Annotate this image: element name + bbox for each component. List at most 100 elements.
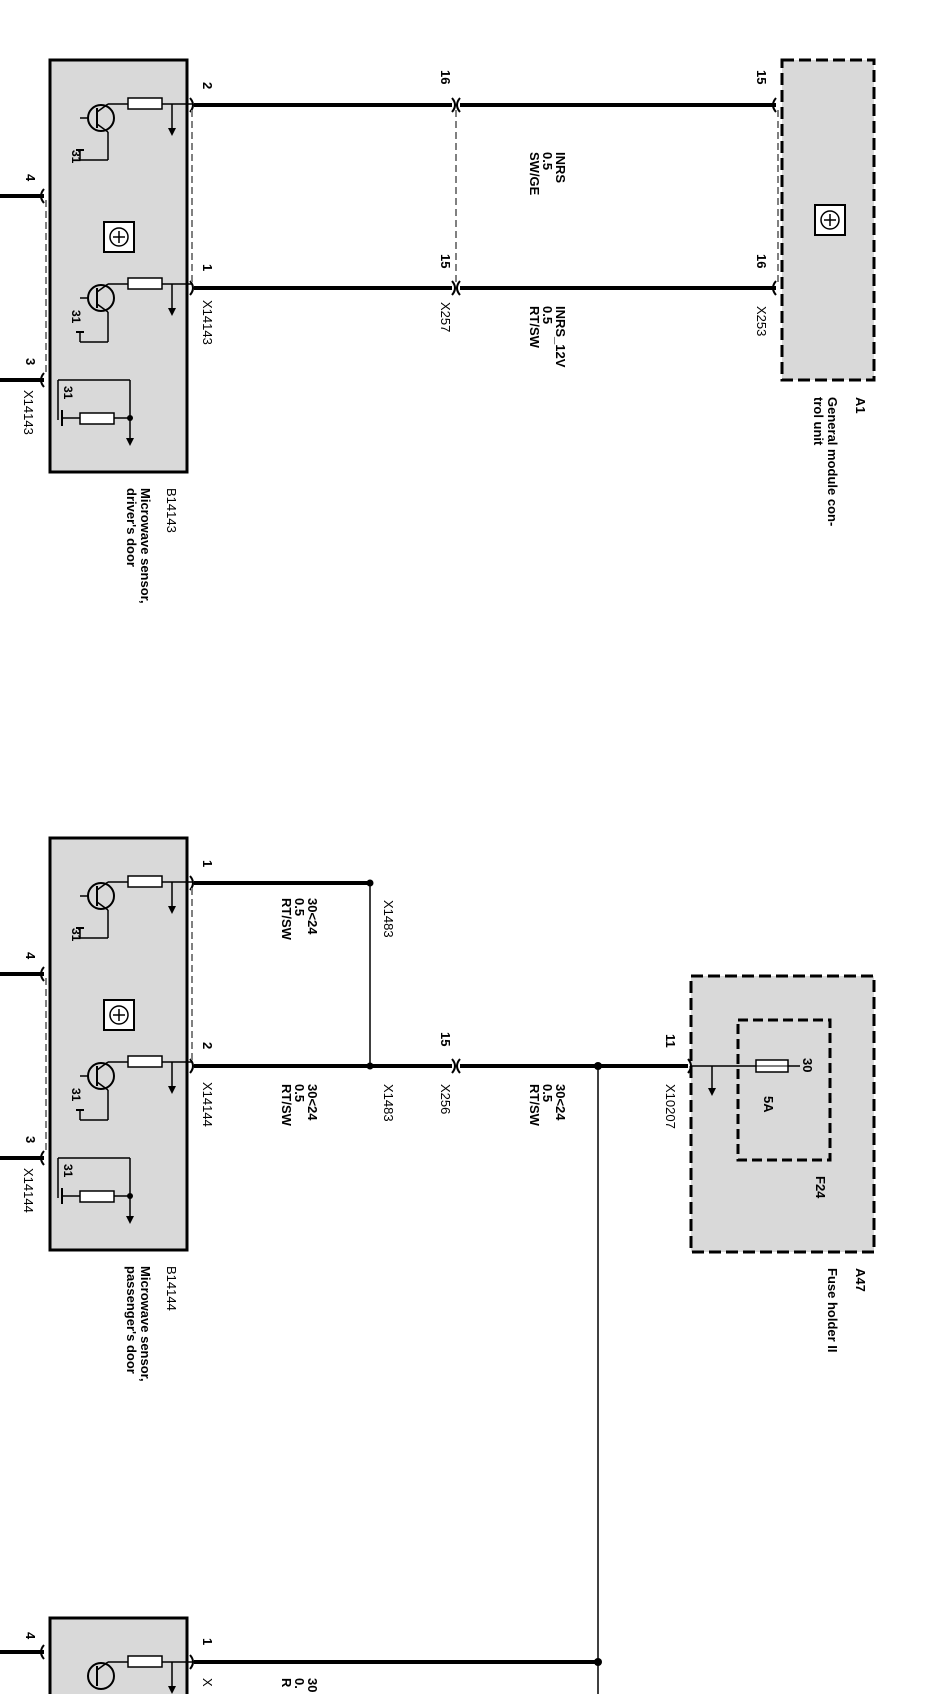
wire-label-30-24: 30<24 0.5 RT/SW — [279, 1084, 320, 1127]
fuse-icon — [755, 1059, 789, 1073]
svg-text:0.5: 0.5 — [540, 152, 555, 170]
svg-text:0.5: 0.5 — [292, 898, 307, 916]
pin-label: 16 — [438, 70, 453, 84]
svg-text:SW/GE: SW/GE — [527, 152, 542, 196]
svg-text:INRS_12V: INRS_12V — [553, 306, 568, 368]
module-icon — [103, 221, 135, 253]
splice-label: X1483 — [381, 900, 396, 938]
splice-dot — [366, 1062, 374, 1070]
pin-icon — [772, 280, 777, 296]
ground-label: 31 — [69, 928, 83, 942]
sensor-id: B14143 — [164, 488, 179, 533]
connector-label: X14143 — [200, 300, 215, 345]
sensor-name: Microwave sensor, — [138, 488, 153, 604]
ground-label: 31 — [61, 386, 75, 400]
svg-text:INRS: INRS — [553, 152, 568, 183]
svg-text:30<24: 30<24 — [305, 898, 320, 935]
resistor-icon — [57, 1157, 134, 1224]
pin-icon — [40, 1150, 45, 1166]
pin-label: 4 — [23, 174, 38, 182]
fuse-box[interactable] — [736, 1018, 832, 1162]
pin-label: 11 — [663, 1034, 678, 1048]
pin-label: 4 — [23, 952, 38, 960]
wire-label-partial: 30 0. R — [279, 1678, 320, 1692]
pin-icon — [40, 966, 45, 982]
pin-icon — [451, 280, 456, 296]
pin-label: 2 — [200, 82, 215, 89]
pin-icon — [189, 97, 194, 113]
pin-icon — [40, 1644, 45, 1660]
top-section: 31 31 — [0, 58, 876, 604]
ground-label: 31 — [69, 1088, 83, 1102]
pin-icon — [456, 97, 461, 113]
pin-icon — [772, 97, 777, 113]
sensor-b14143-box[interactable] — [48, 58, 189, 474]
pin-label: 15 — [754, 70, 769, 84]
pin-label: 2 — [200, 1042, 215, 1049]
transistor-icon — [76, 277, 192, 343]
fuse-terminal: 30 — [800, 1058, 815, 1072]
pin-icon — [456, 280, 461, 296]
pin-label: 15 — [438, 254, 453, 268]
pin-label: 1 — [200, 264, 215, 271]
svg-text:RT/SW: RT/SW — [279, 1084, 294, 1127]
ground-label: 31 — [69, 150, 83, 164]
svg-text:30<24: 30<24 — [305, 1084, 320, 1121]
svg-text:RT/SW: RT/SW — [527, 1084, 542, 1127]
sensor-b14144-box[interactable] — [48, 836, 189, 1252]
pin-icon — [451, 97, 456, 113]
connector-label: X — [200, 1678, 215, 1687]
svg-text:0.: 0. — [292, 1678, 307, 1689]
svg-text:0.5: 0.5 — [540, 306, 555, 324]
sensor-id: B14144 — [164, 1266, 179, 1311]
pin-icon — [189, 1058, 194, 1074]
pin-icon — [189, 875, 194, 891]
module-id: A1 — [853, 397, 868, 414]
svg-text:30: 30 — [305, 1678, 320, 1692]
svg-text:0.5: 0.5 — [540, 1084, 555, 1102]
connector-label: X14144 — [200, 1082, 215, 1127]
pin-label: 1 — [200, 1638, 215, 1645]
wire-label-30-24: 30<24 0.5 RT/SW — [279, 898, 320, 941]
ground-label: 31 — [69, 310, 83, 324]
module-name: General module con- — [825, 397, 840, 526]
pin-label: 4 — [23, 1632, 38, 1640]
transistor-icon — [76, 1055, 192, 1121]
transistor-icon — [76, 875, 192, 939]
svg-text:RT/SW: RT/SW — [279, 898, 294, 941]
wire-label-30-24: 30<24 0.5 RT/SW — [527, 1084, 568, 1127]
connector-label: X257 — [438, 302, 453, 332]
connector-label: X14143 — [21, 390, 36, 435]
fuse-holder-box[interactable] — [689, 974, 876, 1254]
partial-section: 4 1 X 30 0. R — [0, 1616, 602, 1694]
transistor-icon — [87, 1655, 192, 1694]
pin-label: 3 — [23, 1136, 38, 1143]
pin-icon — [189, 1654, 194, 1670]
transistor-icon — [76, 97, 192, 161]
connector-label: X253 — [754, 306, 769, 336]
sensor-name: driver's door — [124, 488, 139, 567]
module-icon — [103, 999, 135, 1031]
svg-text:RT/SW: RT/SW — [527, 306, 542, 349]
pin-icon — [40, 188, 45, 204]
svg-text:30<24: 30<24 — [553, 1084, 568, 1121]
ground-label: 31 — [61, 1164, 75, 1178]
module-icon — [814, 204, 846, 236]
bottom-section: 31 31 — [0, 836, 876, 1694]
pin-label: 15 — [438, 1032, 453, 1046]
sensor-partial-box[interactable] — [48, 1616, 189, 1694]
pin-label: 1 — [200, 860, 215, 867]
junction-dot — [594, 1658, 602, 1666]
wire-label-inrs-12v: INRS_12V 0.5 RT/SW — [527, 306, 568, 368]
pin-icon — [451, 1058, 456, 1074]
pin-icon — [189, 280, 194, 296]
connector-label: X14144 — [21, 1168, 36, 1213]
fuse-holder-name: Fuse holder II — [825, 1268, 840, 1353]
splice-label: X1483 — [381, 1084, 396, 1122]
pin-icon — [456, 1058, 461, 1074]
fuse-holder-id: A47 — [853, 1268, 868, 1292]
pin-icon — [40, 372, 45, 388]
arrow-down-icon — [708, 1088, 716, 1096]
module-name: trol unit — [811, 397, 826, 446]
